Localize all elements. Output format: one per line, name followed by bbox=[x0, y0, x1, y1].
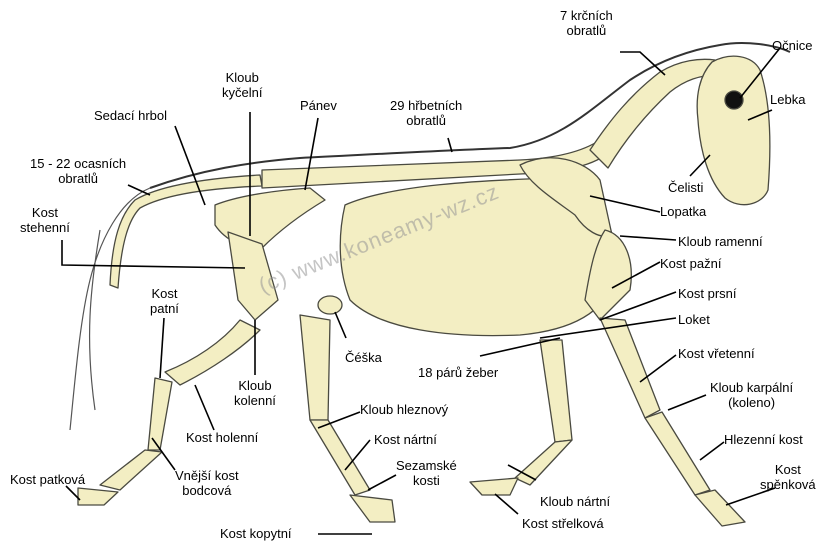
label-fetlock-hind: Vnější kost bodcová bbox=[175, 468, 239, 498]
label-tibia: Kost holenní bbox=[186, 430, 258, 445]
front-cannon bbox=[645, 412, 710, 495]
front2-hoof bbox=[470, 478, 518, 495]
label-pastern: Kost patková bbox=[10, 472, 85, 487]
front-hoof bbox=[695, 490, 745, 526]
label-cannon-hind: Kost nártní bbox=[374, 432, 437, 447]
label-skull: Lebka bbox=[770, 92, 805, 107]
leader-sesamoid bbox=[368, 475, 396, 490]
front-radius bbox=[600, 318, 660, 418]
label-navicular: Kost střelková bbox=[522, 516, 604, 531]
hind2-hoof bbox=[350, 495, 395, 522]
front2-cannon bbox=[515, 440, 572, 485]
orbit-circle bbox=[725, 91, 743, 109]
label-sesamoid: Sezamské kosti bbox=[396, 458, 457, 488]
label-femur: Kost stehenní bbox=[20, 205, 70, 235]
leader-patella bbox=[335, 312, 346, 338]
leader-navicular bbox=[495, 494, 518, 514]
hind-pastern bbox=[100, 450, 162, 490]
leader-femur bbox=[62, 240, 245, 268]
label-pelvis: Pánev bbox=[300, 98, 337, 113]
label-scapula: Lopatka bbox=[660, 204, 706, 219]
hind2-cannon bbox=[310, 420, 370, 495]
leader-shoulder bbox=[620, 236, 676, 240]
leader-tibia bbox=[195, 385, 214, 430]
label-carpal-joint: Kloub karpální (koleno) bbox=[710, 380, 793, 410]
label-humerus: Kost pažní bbox=[660, 256, 721, 271]
label-calcaneus: Kost patní bbox=[150, 286, 179, 316]
label-elbow: Loket bbox=[678, 312, 710, 327]
leader-carpal bbox=[668, 395, 706, 410]
label-ribs: 18 párů žeber bbox=[418, 365, 498, 380]
label-stifle: Kloub kolenní bbox=[234, 378, 276, 408]
skull bbox=[697, 56, 770, 205]
leader-splint bbox=[700, 442, 724, 460]
front2-radius bbox=[540, 340, 572, 442]
label-jaw: Čelisti bbox=[668, 180, 703, 195]
leader-calcaneus bbox=[160, 318, 164, 378]
label-sternum: Kost prsní bbox=[678, 286, 737, 301]
hind2-tibia bbox=[300, 315, 330, 420]
label-radius: Kost vřetenní bbox=[678, 346, 755, 361]
label-fetlock-joint: Kloub nártní bbox=[540, 494, 610, 509]
label-orbit: Očnice bbox=[772, 38, 812, 53]
label-neck-vertebrae: 7 krčních obratlů bbox=[560, 8, 613, 38]
label-patella: Čéška bbox=[345, 350, 382, 365]
hind-tibia bbox=[165, 320, 260, 385]
label-hoof-bone: Kost kopytní bbox=[220, 526, 292, 541]
hind-hoof-rear bbox=[78, 488, 118, 505]
label-coffin-front: Kost spěnková bbox=[760, 462, 816, 492]
label-tail-vertebrae: 15 - 22 ocasních obratlů bbox=[30, 156, 126, 186]
label-hip-joint: Kloub kyčelní bbox=[222, 70, 262, 100]
leader-radius bbox=[640, 355, 676, 382]
label-hock: Kloub hleznový bbox=[360, 402, 448, 417]
label-shoulder-joint: Kloub ramenní bbox=[678, 234, 763, 249]
label-splint: Hlezenní kost bbox=[724, 432, 803, 447]
label-thoracic-vertebrae: 29 hřbetních obratlů bbox=[390, 98, 462, 128]
tail-outline bbox=[70, 188, 150, 430]
label-ischial-tuberosity: Sedací hrbol bbox=[94, 108, 167, 123]
hind-cannon bbox=[148, 378, 172, 450]
patella-shape bbox=[318, 296, 342, 314]
